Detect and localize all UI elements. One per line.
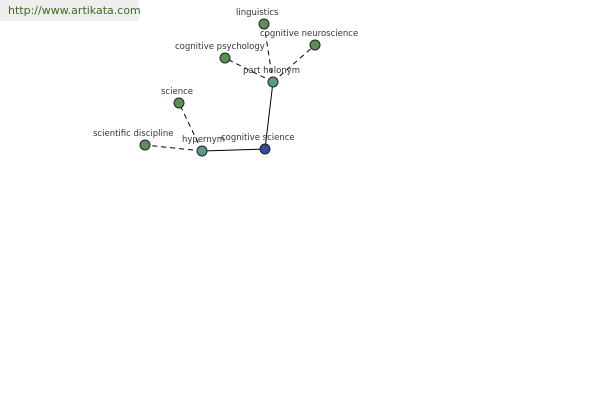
edge-part-holonym-cognitive-neuroscience xyxy=(272,44,316,83)
node-label-part-holonym: part holonym xyxy=(243,66,300,76)
node-cognitive-neuroscience[interactable]: cognitive neuroscience xyxy=(260,29,358,51)
node-label-science: science xyxy=(161,87,193,97)
site-banner: http://www.artikata.com xyxy=(0,0,141,21)
edge-cognitive-science-part-holonym xyxy=(264,81,274,150)
node-circle-linguistics[interactable] xyxy=(258,18,270,30)
node-hypernym[interactable]: hypernym xyxy=(182,135,225,157)
node-label-scientific-discipline: scientific discipline xyxy=(93,129,173,139)
node-circle-science[interactable] xyxy=(173,97,185,109)
node-linguistics[interactable]: linguistics xyxy=(236,8,279,30)
node-label-cognitive-neuroscience: cognitive neuroscience xyxy=(260,29,358,39)
node-label-linguistics: linguistics xyxy=(236,8,279,18)
node-circle-scientific-discipline[interactable] xyxy=(139,139,151,151)
node-circle-cognitive-neuroscience[interactable] xyxy=(309,39,321,51)
node-label-cognitive-psychology: cognitive psychology xyxy=(175,42,265,52)
node-science[interactable]: science xyxy=(161,87,193,109)
site-url-link[interactable]: http://www.artikata.com xyxy=(8,4,141,17)
node-circle-cognitive-psychology[interactable] xyxy=(219,52,231,64)
edge-hypernym-scientific-discipline xyxy=(144,144,203,152)
node-cognitive-science[interactable]: cognitive science xyxy=(221,133,295,155)
node-circle-hypernym[interactable] xyxy=(196,145,208,157)
node-label-hypernym: hypernym xyxy=(182,135,225,145)
edge-part-holonym-linguistics xyxy=(263,23,274,83)
node-label-cognitive-science: cognitive science xyxy=(221,133,295,143)
node-part-holonym[interactable]: part holonym xyxy=(243,66,300,88)
node-cognitive-psychology[interactable]: cognitive psychology xyxy=(175,42,265,64)
node-scientific-discipline[interactable]: scientific discipline xyxy=(93,129,173,151)
node-circle-cognitive-science[interactable] xyxy=(259,143,271,155)
edge-cognitive-science-hypernym xyxy=(201,148,266,152)
node-circle-part-holonym[interactable] xyxy=(267,76,279,88)
graph-edges xyxy=(144,23,316,152)
